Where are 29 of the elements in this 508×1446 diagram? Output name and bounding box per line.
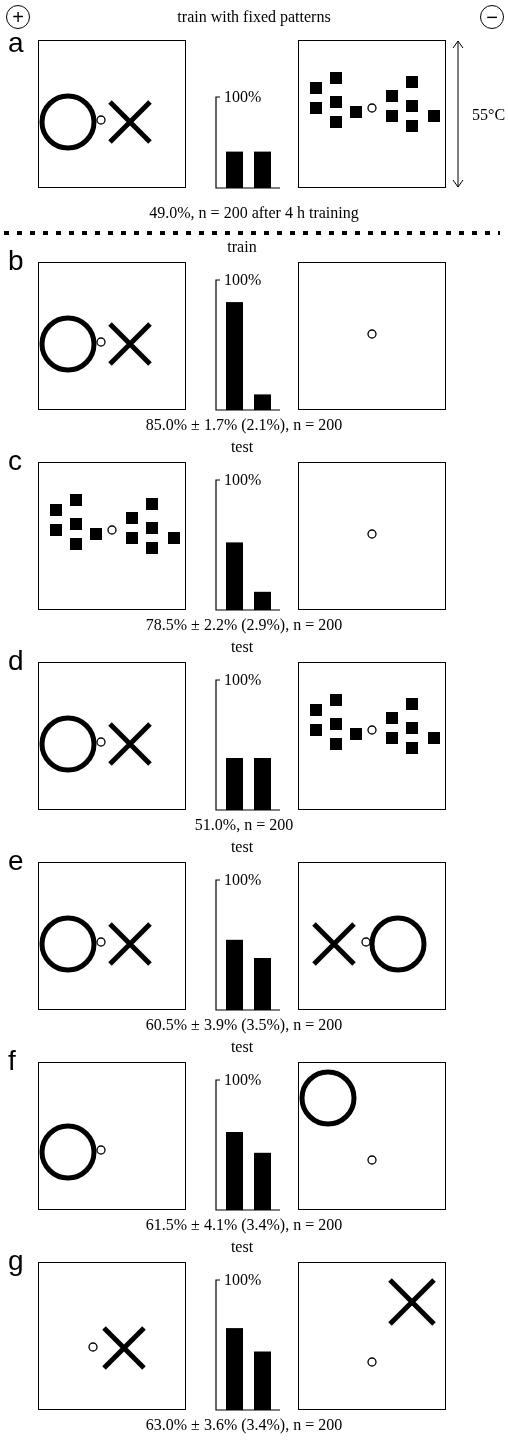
condition-label: test: [230, 438, 254, 456]
condition-label: test: [230, 838, 254, 856]
axis-tick-label: 100%: [224, 471, 262, 489]
panel-letter: a: [8, 28, 24, 58]
condition-label: test: [230, 1038, 254, 1056]
axis-tick-label: 100%: [224, 1071, 262, 1089]
axis-tick-label: 100%: [224, 871, 262, 889]
temperature-label: 55°C: [472, 106, 506, 124]
result-caption: 61.5% ± 4.1% (3.4%), n = 200: [145, 1216, 343, 1234]
panel-letter: c: [8, 446, 22, 476]
result-caption: 51.0%, n = 200: [194, 816, 294, 834]
condition-label: test: [230, 638, 254, 656]
result-caption: 49.0%, n = 200 after 4 h training: [149, 204, 359, 222]
result-caption: 78.5% ± 2.2% (2.9%), n = 200: [145, 616, 343, 634]
axis-tick-label: 100%: [224, 671, 262, 689]
panel-letter: f: [8, 1046, 16, 1076]
result-caption: 63.0% ± 3.6% (3.4%), n = 200: [145, 1416, 343, 1434]
axis-tick-label: 100%: [224, 1271, 262, 1289]
condition-label: train: [227, 238, 257, 256]
panel-letter: e: [8, 846, 24, 876]
axis-tick-label: 100%: [224, 271, 262, 289]
panel-letter: d: [8, 646, 24, 676]
axis-tick-label: 100%: [224, 88, 262, 106]
condition-label: test: [230, 1238, 254, 1256]
figure-title: train with fixed patterns: [177, 8, 331, 26]
panel-letter: b: [8, 246, 24, 276]
result-caption: 60.5% ± 3.9% (3.5%), n = 200: [145, 1016, 343, 1034]
panel-letter: g: [8, 1246, 24, 1276]
result-caption: 85.0% ± 1.7% (2.1%), n = 200: [145, 416, 343, 434]
